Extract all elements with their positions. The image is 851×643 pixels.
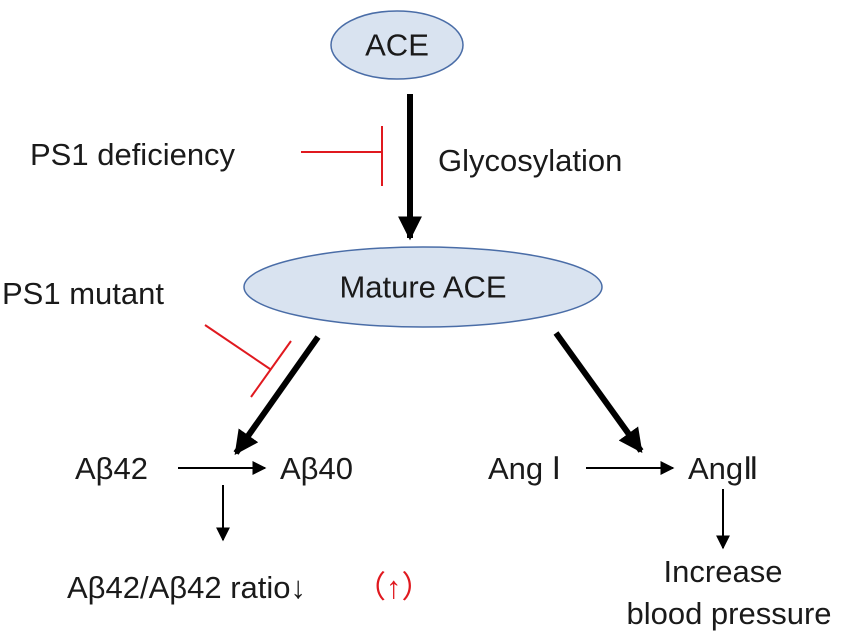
ace-label: ACE (365, 28, 429, 63)
glycosylation-label: Glycosylation (438, 143, 622, 178)
ab42-label: Aβ42 (75, 451, 148, 486)
ab40-label: Aβ40 (280, 451, 353, 486)
increase-label: Increase (664, 554, 783, 589)
ps1-mutant-inhibit-line (204, 324, 271, 370)
ratio-label: Aβ42/Aβ42 ratio↓ (67, 570, 306, 605)
mature-ace-label: Mature ACE (339, 270, 506, 305)
mature-ace-to-ang-arrow (553, 331, 644, 453)
ace-node (330, 10, 464, 80)
ang2-label: AngⅡ (688, 451, 758, 486)
ang1-label: Ang Ⅰ (488, 451, 561, 486)
ps1-mutant-inhibit-bar (250, 340, 292, 398)
ratio-mutant-label: （↑） (355, 570, 433, 605)
mature-ace-node (243, 246, 603, 328)
ps1-mutant-label: PS1 mutant (2, 276, 164, 311)
mature-ace-to-ab-arrow (233, 335, 321, 455)
blood-pressure-label: blood pressure (626, 596, 831, 631)
ps1-deficiency-label: PS1 deficiency (30, 137, 236, 172)
